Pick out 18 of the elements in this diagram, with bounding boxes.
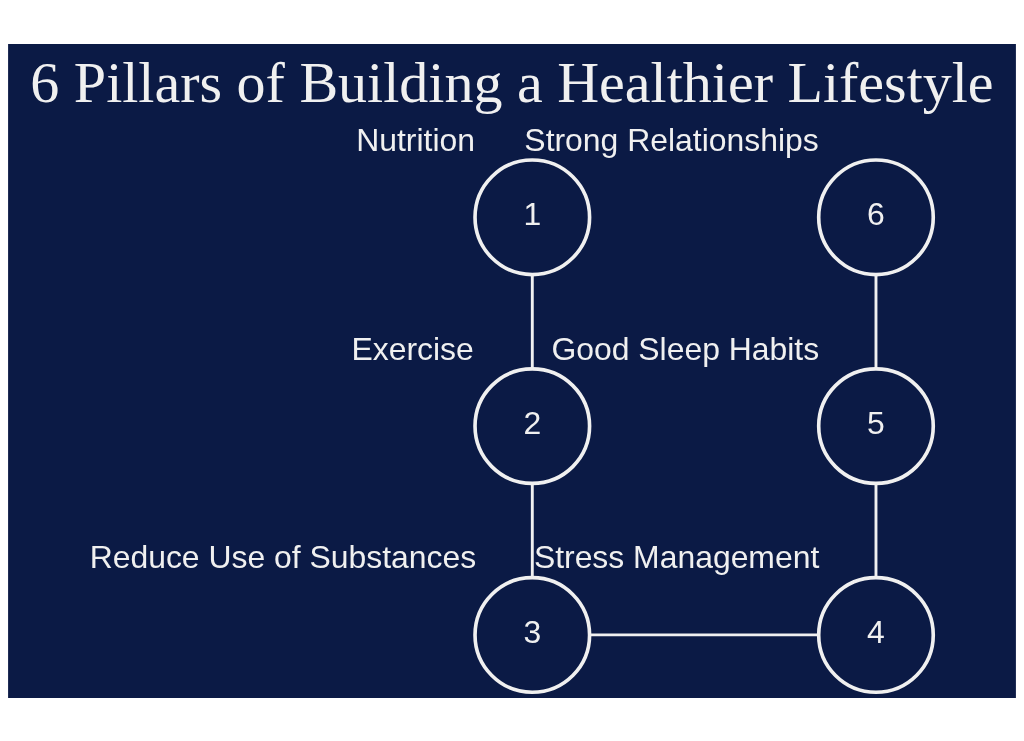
node-circle: 2 (473, 366, 592, 485)
node-circle: 1 (473, 157, 592, 276)
node-label: Stress Management (533, 538, 820, 575)
node-label: Good Sleep Habits (551, 330, 820, 367)
node-circle: 4 (816, 575, 936, 694)
connector (590, 632, 819, 636)
node-circle: 3 (473, 575, 592, 694)
node-label: Nutrition (356, 121, 475, 158)
node-label: Reduce Use of Substances (89, 538, 477, 575)
connector (530, 483, 534, 577)
node-circle: 6 (816, 157, 936, 276)
diagram-title: 6 Pillars of Building a Healthier Lifestyle (30, 49, 994, 115)
node-label: Strong Relationships (524, 121, 819, 158)
connector (530, 274, 534, 368)
node-label: Exercise (351, 330, 474, 367)
node-circle: 5 (816, 366, 936, 485)
connector (874, 483, 878, 577)
connector (874, 274, 878, 368)
